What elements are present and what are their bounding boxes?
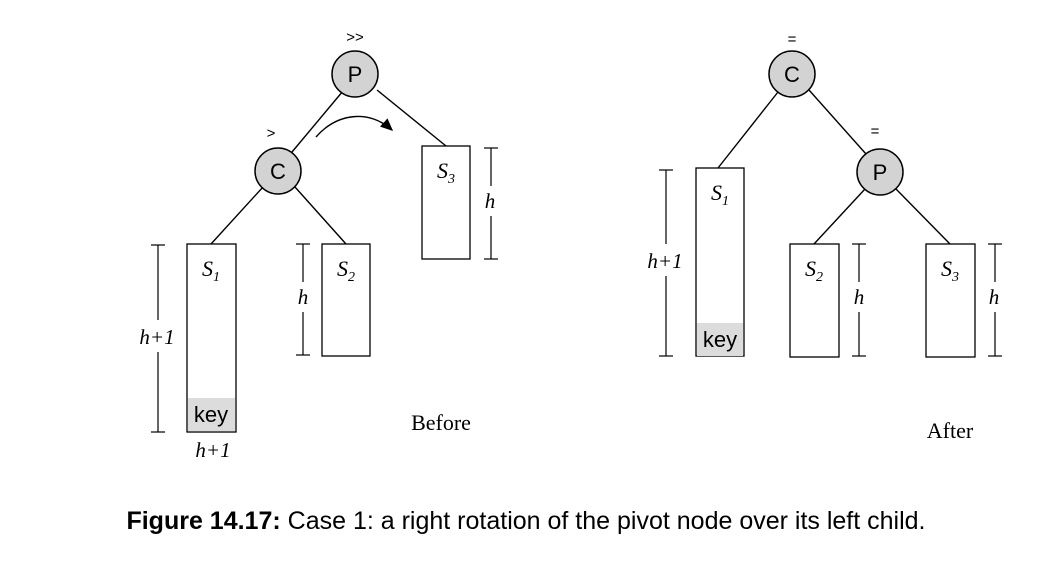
after-key-box: key: [697, 323, 743, 356]
edge-p-c: [291, 90, 344, 153]
before-s2-label: S2: [337, 256, 355, 285]
edge-p-s2-after: [813, 188, 866, 245]
after-s3-label: S3: [941, 256, 959, 285]
after-s3-height: h: [989, 285, 1000, 309]
before-key-box: key: [188, 398, 235, 431]
before-key-label: key: [194, 402, 228, 427]
before-child-letter: C: [270, 159, 286, 184]
after-s2-height: h: [854, 285, 865, 309]
after-dim-s2: [852, 243, 866, 357]
after-s1-height: h+1: [647, 249, 682, 273]
before-subtree-s3: [421, 145, 471, 260]
after-tree: C = P = S1 key S2 S3: [647, 31, 1002, 443]
after-right-node: P: [856, 148, 904, 196]
edge-p-s3-after: [895, 188, 951, 245]
before-s3-height: h: [485, 189, 496, 213]
figure-caption-text: Case 1: a right rotation of the pivot no…: [280, 507, 926, 535]
before-s1-height: h+1: [139, 325, 174, 349]
after-dim-s3: [988, 243, 1002, 357]
after-dim-s1: [659, 169, 673, 357]
rotation-diagram: P >> C > S1 key S2 S3: [139, 29, 1002, 462]
after-right-letter: P: [873, 160, 888, 185]
edge-c-s2: [294, 186, 347, 245]
figure-number: Figure 14.17:: [126, 507, 281, 535]
after-root-node: C: [768, 50, 816, 98]
after-root-balance: =: [788, 31, 797, 48]
before-child-node: C: [254, 147, 302, 195]
before-dim-s2: [296, 243, 310, 356]
edge-p-s3: [376, 89, 447, 147]
after-key-label: key: [703, 327, 737, 352]
before-pivot-letter: P: [348, 62, 363, 87]
before-s1-label: S1: [202, 256, 220, 285]
before-dim-s1: [151, 244, 165, 433]
after-s2-label: S2: [805, 256, 823, 285]
edge-c-p-after: [808, 89, 867, 155]
before-pivot-balance: >>: [346, 29, 364, 46]
before-label: Before: [411, 410, 471, 435]
after-s1-label: S1: [711, 180, 729, 209]
before-subtree-s2: [321, 243, 371, 357]
rotation-arrow: [315, 115, 394, 138]
after-label: After: [927, 418, 974, 443]
before-dim-s3: [484, 147, 498, 260]
before-s1-height-below: h+1: [195, 438, 230, 462]
before-child-balance: >: [267, 125, 276, 142]
after-root-letter: C: [784, 62, 800, 87]
after-right-balance: =: [871, 123, 880, 140]
figure-caption: Figure 14.17: Case 1: a right rotation o…: [0, 507, 1052, 536]
after-subtree-s2: [789, 243, 840, 358]
before-pivot-node: P: [331, 50, 379, 98]
edge-c-s1-after: [717, 91, 779, 169]
before-s2-height: h: [298, 285, 309, 309]
edge-c-s1: [210, 186, 264, 245]
before-tree: P >> C > S1 key S2 S3: [139, 29, 498, 462]
before-s3-label: S3: [437, 158, 455, 187]
after-subtree-s3: [925, 243, 976, 358]
